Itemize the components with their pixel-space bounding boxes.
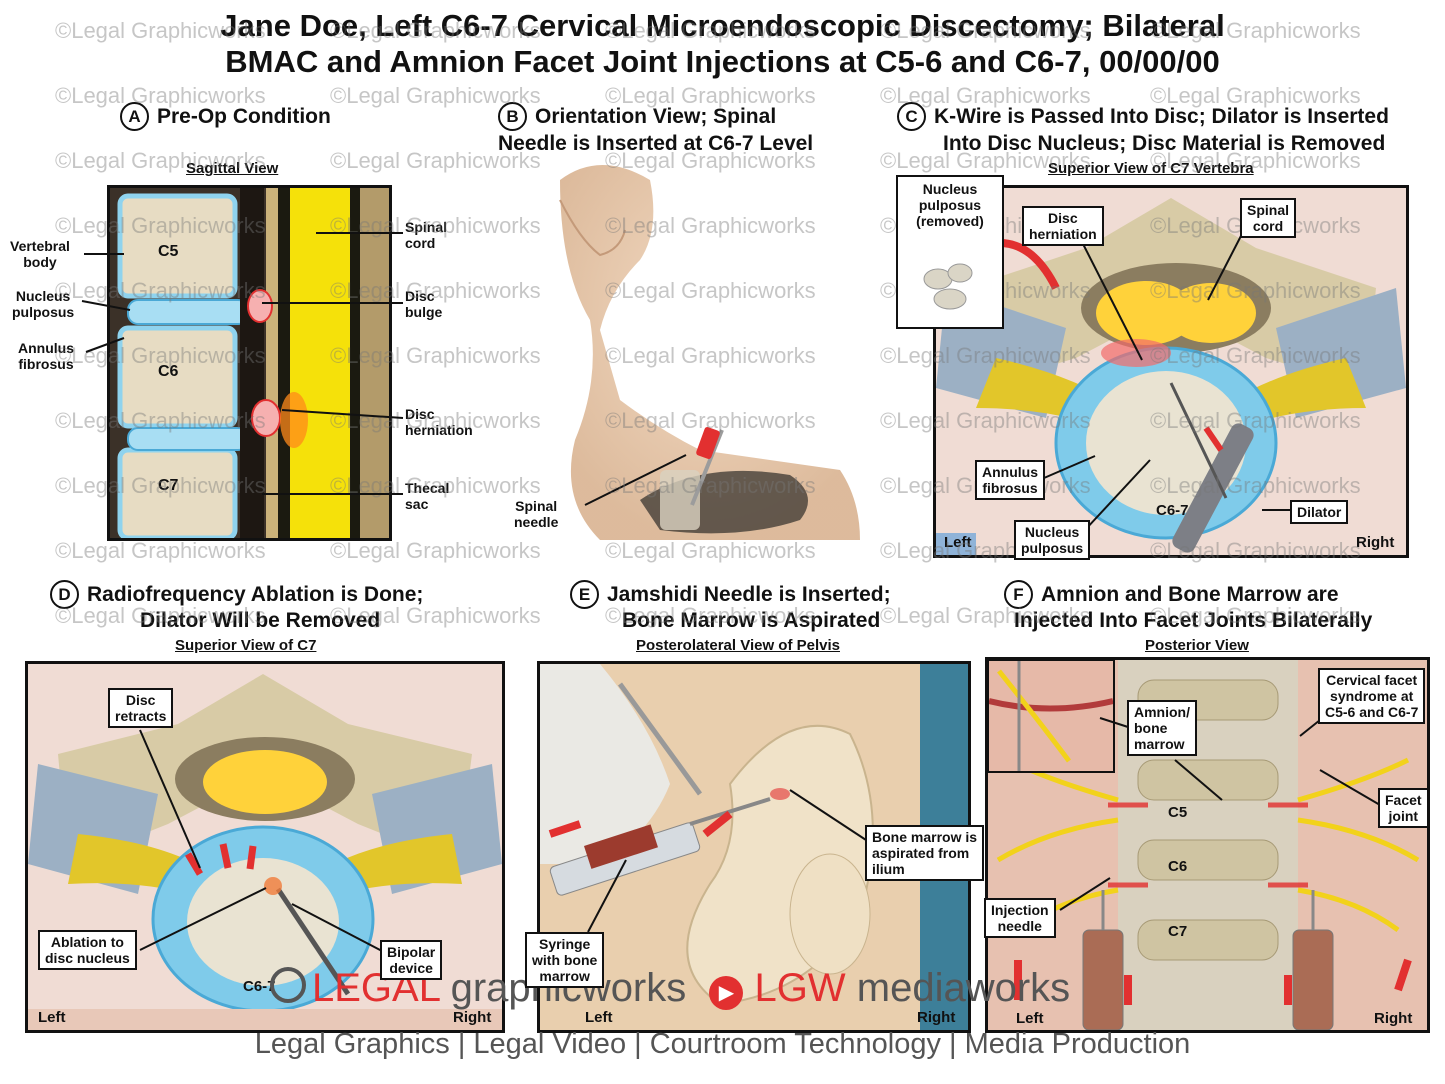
panel-c-view-label: Superior View of C7 Vertebra — [1048, 160, 1254, 177]
bone-marrow-label: Bone marrow is aspirated from ilium — [872, 829, 978, 877]
amnion-box: Amnion/ bone marrow — [1127, 700, 1197, 756]
panel-a-letter: A — [120, 102, 149, 131]
panel-c-nucleus-label: Nucleus pulposus — [1021, 524, 1084, 556]
panel-f-c6-label: C6 — [1168, 858, 1188, 875]
panel-d-title-2: Dilator Will be Removed — [140, 609, 381, 632]
facet-joint-box: Facet joint — [1378, 788, 1429, 828]
panel-c-annulus-label: Annulus fibrosus — [982, 464, 1038, 496]
vertebral-body-label: Vertebral body — [10, 238, 70, 270]
panel-c-disc-herniation-label: Disc herniation — [1029, 210, 1097, 242]
nucleus-removed-label: Nucleus pulposus (removed) — [916, 181, 984, 229]
panel-c-title-1: K-Wire is Passed Into Disc; Dilator is I… — [934, 105, 1389, 128]
disc-bulge-label: Disc bulge — [405, 288, 443, 320]
panel-c-heading: C K-Wire is Passed Into Disc; Dilator is … — [897, 102, 1389, 131]
page-title: Jane Doe, Left C6-7 Cervical Microendosc… — [0, 8, 1445, 80]
panel-d-view-label: Superior View of C7 — [175, 637, 317, 654]
removed-nucleus-inset: Nucleus pulposus (removed) — [896, 175, 1004, 329]
panel-f-c7-label: C7 — [1168, 923, 1188, 940]
syringe-label: Syringe with bone marrow — [532, 936, 598, 984]
panel-c-spinal-cord-label: Spinal cord — [1247, 202, 1290, 234]
panel-a-view-label: Sagittal View — [186, 160, 279, 177]
amnion-label: Amnion/ bone marrow — [1134, 704, 1190, 752]
panel-f-title-2: Injected Into Facet Joints Bilaterally — [1014, 609, 1373, 632]
disc-herniation-label: Disc herniation — [405, 406, 473, 438]
disc-retracts-label: Disc retracts — [115, 692, 167, 724]
facet-inset-image — [987, 659, 1115, 773]
syringe-box: Syringe with bone marrow — [525, 932, 605, 988]
play-icon: ▶ — [709, 976, 744, 1010]
panel-f-right-label: Right — [1374, 1010, 1413, 1027]
disc-herniation-box: Disc herniation — [1022, 206, 1104, 246]
c6-label: C6 — [158, 363, 179, 380]
thecal-sac-label: Thecal sac — [405, 480, 450, 512]
panel-e-left-label: Left — [585, 1009, 613, 1026]
panel-b-title-2: Needle is Inserted at C6-7 Level — [498, 132, 814, 155]
panel-d-right-label: Right — [453, 1009, 492, 1026]
superior-vertebra-drawing — [936, 188, 1406, 555]
magnifier-icon — [270, 967, 306, 1003]
nucleus-pulposus-label: Nucleus pulposus — [12, 288, 75, 320]
disc-fragments-icon — [923, 263, 973, 310]
panel-a-heading: A Pre-Op Condition — [120, 102, 331, 131]
panel-e-letter: E — [570, 580, 599, 609]
panel-a-title: Pre-Op Condition — [157, 105, 331, 128]
injection-needle-label: Injection needle — [991, 902, 1049, 934]
brand-bar: LEGAL graphicworks ▶ LGW mediaworks — [270, 966, 1070, 1011]
title-line-1: Jane Doe, Left C6-7 Cervical Microendosc… — [220, 8, 1225, 43]
panel-d-level-label: C6-7 — [243, 978, 276, 995]
panel-f-heading: F Amnion and Bone Marrow are — [1004, 580, 1339, 609]
panel-f-letter: F — [1004, 580, 1033, 609]
footer-tagline: Legal Graphics | Legal Video | Courtroom… — [254, 1028, 1191, 1060]
panel-d-title-1: Radiofrequency Ablation is Done; — [87, 583, 424, 606]
panel-d-left-label: Left — [38, 1009, 66, 1026]
panel-c-level-label: C6-7 — [1156, 502, 1189, 519]
dilator-label: Dilator — [1297, 504, 1342, 520]
facet-joint-label: Facet joint — [1385, 792, 1422, 824]
panel-b-letter: B — [498, 102, 527, 131]
panel-c-left-label: Left — [944, 534, 972, 551]
spinal-cord-box: Spinal cord — [1240, 198, 1297, 238]
bone-marrow-box: Bone marrow is aspirated from ilium — [865, 825, 985, 881]
panel-b-title-1: Orientation View; Spinal — [535, 105, 777, 128]
panel-a-sagittal-illustration: C5 C6 C7 — [107, 185, 392, 541]
panel-d-heading: D Radiofrequency Ablation is Done; — [50, 580, 423, 609]
panel-e-heading: E Jamshidi Needle is Inserted; — [570, 580, 891, 609]
facet-inset-drawing — [989, 661, 1113, 771]
c7-label: C7 — [158, 477, 179, 494]
brand-mediaworks: mediaworks — [856, 966, 1071, 1010]
spinal-needle-label: Spinal needle — [514, 498, 559, 530]
sagittal-spine-drawing — [110, 188, 389, 538]
panel-f-left-label: Left — [1016, 1010, 1044, 1027]
panel-d-letter: D — [50, 580, 79, 609]
ablation-box: Ablation to disc nucleus — [38, 930, 137, 970]
panel-e-title-2: Bone Marrow is Aspirated — [622, 609, 881, 632]
panel-b-heading: B Orientation View; Spinal — [498, 102, 776, 131]
panel-e-right-label: Right — [917, 1009, 956, 1026]
facet-syndrome-label: Cervical facet syndrome at C5-6 and C6-7 — [1325, 672, 1419, 720]
panel-e-view-label: Posterolateral View of Pelvis — [636, 637, 840, 654]
brand-lgw: LGW — [754, 966, 846, 1010]
dilator-box: Dilator — [1290, 500, 1349, 524]
ablation-label: Ablation to disc nucleus — [45, 934, 130, 966]
title-line-2: BMAC and Amnion Facet Joint Injections a… — [225, 44, 1220, 79]
panel-e-title-1: Jamshidi Needle is Inserted; — [607, 583, 891, 606]
spinal-cord-label: Spinal cord — [405, 219, 448, 251]
nucleus-box: Nucleus pulposus — [1014, 520, 1091, 560]
panel-f-title-1: Amnion and Bone Marrow are — [1041, 583, 1339, 606]
panel-f-c5-label: C5 — [1168, 804, 1188, 821]
annulus-box: Annulus fibrosus — [975, 460, 1045, 500]
bipolar-box: Bipolar device — [380, 940, 443, 980]
c5-label: C5 — [158, 243, 179, 260]
panel-c-title-2: Into Disc Nucleus; Disc Material is Remo… — [943, 132, 1386, 155]
annulus-fibrosus-label: Annulus fibrosus — [18, 340, 74, 372]
disc-retracts-box: Disc retracts — [108, 688, 174, 728]
panel-f-view-label: Posterior View — [1145, 637, 1249, 654]
injection-needle-box: Injection needle — [984, 898, 1056, 938]
facet-syndrome-box: Cervical facet syndrome at C5-6 and C6-7 — [1318, 668, 1426, 724]
panel-c-letter: C — [897, 102, 926, 131]
panel-c-right-label: Right — [1356, 534, 1395, 551]
bipolar-label: Bipolar device — [387, 944, 436, 976]
